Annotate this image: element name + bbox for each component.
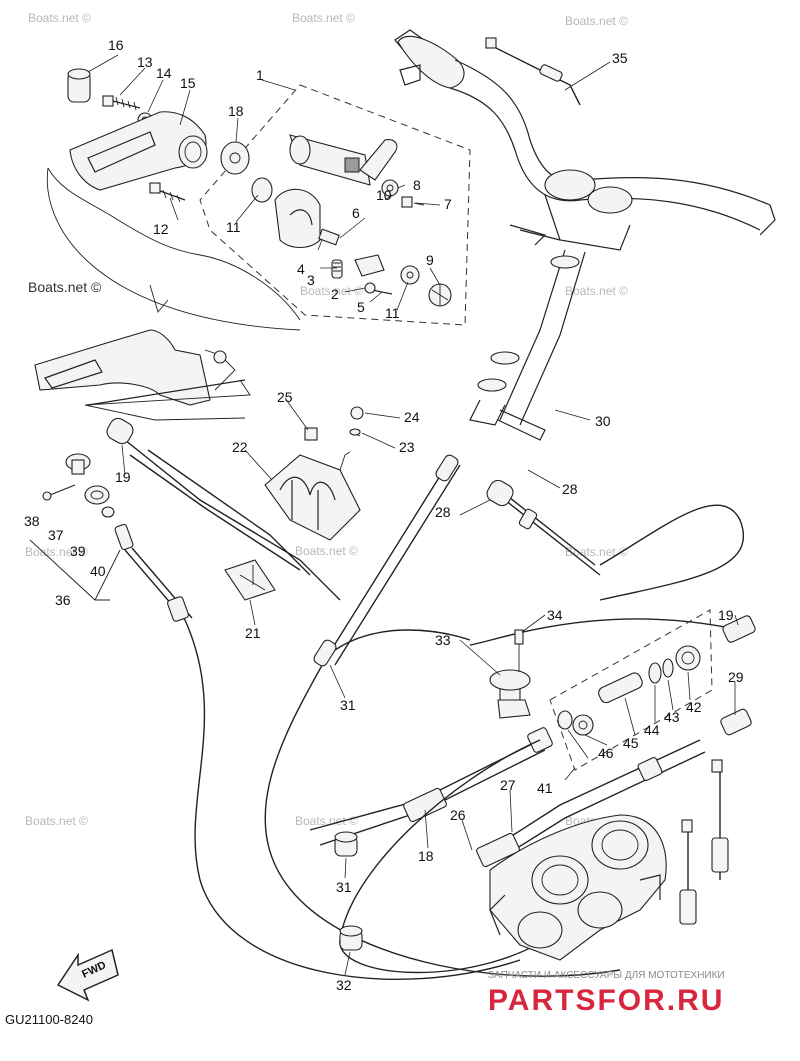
fwd-arrow: FWD	[56, 948, 119, 1002]
callout-33: 34	[547, 607, 563, 623]
brand-name: PARTSFOR.RU	[488, 984, 724, 1017]
callout-38: 39	[70, 543, 86, 559]
callout-12: 18	[228, 103, 244, 119]
throttle-assembly	[34, 68, 471, 421]
callout-26: 27	[500, 777, 516, 793]
diagram-code: GU21100-8240	[5, 1012, 93, 1027]
adjuster-assembly-box	[549, 609, 713, 771]
callout-42: 43	[664, 709, 680, 725]
callout-4: 4	[297, 261, 305, 277]
small-parts	[29, 379, 246, 601]
callout-10: 10	[376, 187, 392, 203]
callout-28b: 29	[728, 669, 744, 685]
watermark: Boats.net ©	[28, 11, 91, 25]
callout-9: 9	[426, 252, 434, 268]
watermark: Boats.net ©	[25, 545, 88, 559]
callout-39: 40	[90, 563, 106, 579]
callout-1: 1	[256, 67, 264, 83]
callout-45: 46	[598, 745, 614, 761]
cables	[106, 37, 745, 980]
callout-31: 31	[336, 879, 352, 895]
watermark: Boats.net ©	[565, 284, 628, 298]
callout-37: 38	[24, 513, 40, 529]
callout-29: 30	[595, 413, 611, 429]
callout-23: 24	[404, 409, 420, 425]
callout-31b: 32	[336, 977, 352, 993]
callout-5: 5	[357, 299, 365, 315]
callout-17: 16	[108, 37, 124, 53]
callout-36: 37	[48, 527, 64, 543]
callouts: 16 13 14 15 1 18 12 11 6 4 3 2 5 11 9 10…	[24, 37, 744, 993]
watermark-dark: Boats.net ©	[28, 279, 102, 295]
callout-24: 25	[277, 389, 293, 405]
brand-watermark: ЗАПЧАСТИ И АКСЕССУАРЫ ДЛЯ МОТОТЕХНИКИ PA…	[488, 970, 725, 1017]
callout-32: 33	[435, 632, 451, 648]
watermark: Boats.net ©	[295, 814, 358, 828]
watermark: Boats.net ©	[300, 284, 363, 298]
callout-21: 22	[232, 439, 248, 455]
callout-14: 13	[137, 54, 153, 70]
watermark: Boats.net ©	[295, 544, 358, 558]
throttle-body	[334, 814, 667, 961]
callout-16: 15	[180, 75, 196, 91]
callout-20: 21	[245, 625, 261, 641]
callout-6: 6	[352, 205, 360, 221]
callout-30: 31	[340, 697, 356, 713]
watermark: Boats.net ©	[565, 545, 628, 559]
callout-8: 8	[413, 177, 421, 193]
leader-lines	[87, 54, 739, 976]
handlebar	[394, 29, 776, 441]
callout-44: 45	[623, 735, 639, 751]
cable-bracket	[224, 406, 364, 601]
callout-34: 35	[612, 50, 628, 66]
callout-41: 42	[686, 699, 702, 715]
brand-tagline: ЗАПЧАСТИ И АКСЕССУАРЫ ДЛЯ МОТОТЕХНИКИ	[488, 970, 725, 981]
callout-28: 28	[435, 504, 451, 520]
switch-assembly-box	[199, 84, 471, 326]
throttle-adjuster	[489, 609, 756, 771]
callout-3: 3	[307, 272, 315, 288]
watermark: Boats.net ©	[292, 11, 355, 25]
callout-43: 44	[644, 722, 660, 738]
callout-11: 11	[226, 219, 241, 235]
callout-18: 18	[418, 848, 434, 864]
callout-7: 7	[444, 196, 452, 212]
callout-13: 12	[153, 221, 169, 237]
callout-15: 14	[156, 65, 172, 81]
callout-35: 36	[55, 592, 71, 608]
callout-27: 28	[562, 481, 578, 497]
callout-11b: 11	[385, 305, 400, 321]
watermark: Boats.net ©	[565, 14, 628, 28]
callout-2: 2	[331, 286, 339, 302]
watermark: Boats.net ©	[25, 814, 88, 828]
callout-25: 26	[450, 807, 466, 823]
callout-22: 23	[399, 439, 415, 455]
callout-40: 41	[537, 780, 553, 796]
callout-19b: 19	[718, 607, 734, 623]
callout-19: 19	[115, 469, 131, 485]
